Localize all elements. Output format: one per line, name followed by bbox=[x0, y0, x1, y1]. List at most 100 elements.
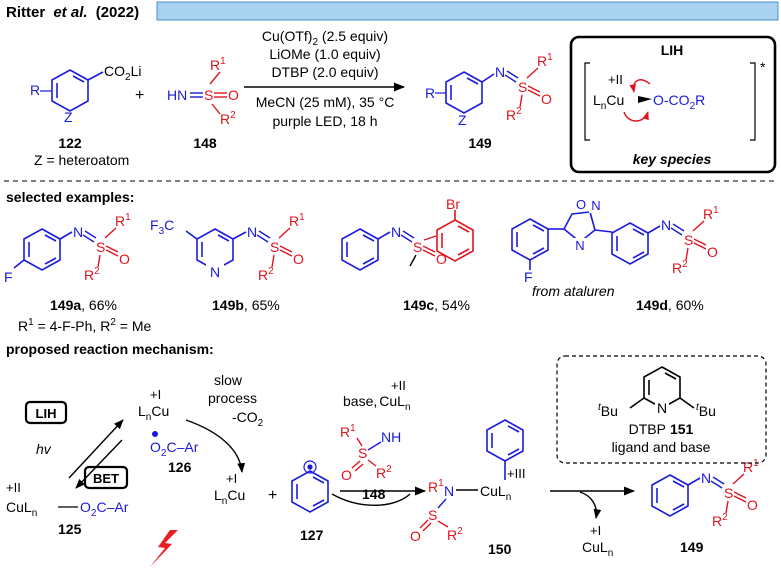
label-149: 149 bbox=[468, 135, 492, 151]
z-heteroatom: Z = heteroatom bbox=[34, 152, 129, 168]
svg-text:R1: R1 bbox=[537, 52, 553, 69]
svg-text:CuLn: CuLn bbox=[582, 539, 613, 559]
header-author: Ritter bbox=[6, 4, 45, 21]
svg-text:R2: R2 bbox=[712, 512, 728, 529]
svg-text:149b, 65%: 149b, 65% bbox=[212, 297, 280, 313]
svg-text:Z: Z bbox=[458, 112, 467, 128]
label-126: 126 bbox=[168, 459, 192, 475]
svg-text:O: O bbox=[436, 251, 447, 267]
label-149-mech: 149 bbox=[680, 539, 704, 555]
svg-text:S: S bbox=[96, 239, 105, 255]
from-ataluren: from ataluren bbox=[532, 283, 615, 299]
svg-text:R2: R2 bbox=[376, 464, 392, 481]
lightning-icon bbox=[150, 530, 178, 567]
svg-text:R: R bbox=[425, 85, 435, 101]
svg-text:O: O bbox=[410, 528, 421, 544]
header: Ritter et al. (2022) bbox=[6, 1, 779, 21]
svg-text:Cu(OTf)2 (2.5 equiv): Cu(OTf)2 (2.5 equiv) bbox=[262, 28, 388, 48]
svg-text:O: O bbox=[747, 497, 758, 513]
svg-text:LnCu: LnCu bbox=[138, 403, 169, 423]
svg-text:LiOMe (1.0 equiv): LiOMe (1.0 equiv) bbox=[269, 46, 380, 62]
svg-text:N: N bbox=[73, 224, 83, 240]
svg-text:S: S bbox=[518, 79, 527, 95]
svg-text:+III: +III bbox=[507, 466, 525, 481]
header-bar bbox=[156, 1, 779, 21]
svg-text:N: N bbox=[495, 64, 505, 80]
svg-text:R1: R1 bbox=[210, 56, 226, 73]
label-125: 125 bbox=[58, 521, 82, 537]
svg-text:*: * bbox=[760, 59, 766, 75]
svg-text:O: O bbox=[341, 467, 352, 483]
svg-text:S: S bbox=[358, 445, 367, 461]
example-149d: O N N F N S O R1 R2 from ataluren 149d, … bbox=[511, 197, 719, 313]
svg-text:Ritter et al. (202: Ritter et al. (2022) bbox=[6, 4, 139, 21]
product-149 bbox=[445, 71, 495, 114]
mechanism-heading: proposed reaction mechanism: bbox=[6, 341, 214, 357]
svg-text:tBu: tBu bbox=[696, 402, 716, 419]
svg-text:R1: R1 bbox=[703, 205, 719, 222]
svg-text:S: S bbox=[684, 232, 693, 248]
reactant-122-labels: CO2Li R Z 122 Z = heteroatom bbox=[30, 63, 141, 168]
svg-text:slow: slow bbox=[214, 372, 243, 388]
svg-text:R2: R2 bbox=[220, 110, 236, 127]
svg-text:DTBP (2.0 equiv): DTBP (2.0 equiv) bbox=[271, 64, 378, 80]
svg-text:-CO2: -CO2 bbox=[232, 409, 264, 429]
svg-text:HN: HN bbox=[167, 87, 187, 103]
svg-text:+I: +I bbox=[590, 523, 601, 538]
svg-text:F: F bbox=[524, 269, 533, 285]
svg-text:purple LED, 18 h: purple LED, 18 h bbox=[272, 113, 377, 129]
svg-text:N: N bbox=[575, 238, 584, 253]
svg-text:+II: +II bbox=[608, 72, 623, 87]
svg-text:Br: Br bbox=[446, 196, 460, 212]
hv-label: hv bbox=[36, 441, 52, 457]
lih-caption: key species bbox=[633, 151, 712, 167]
svg-text:O: O bbox=[119, 251, 130, 267]
svg-text:R2: R2 bbox=[447, 526, 463, 543]
svg-text:NH: NH bbox=[381, 429, 401, 445]
reagent-148-mech: +II base,CuLn R1 S NH O R2 148 bbox=[331, 378, 427, 506]
bet-label: BET bbox=[93, 471, 119, 486]
header-etal: et al. bbox=[53, 4, 87, 21]
label-150: 150 bbox=[488, 541, 512, 557]
svg-text:CuLn: CuLn bbox=[480, 483, 511, 503]
svg-text:O: O bbox=[541, 91, 552, 107]
svg-text:O2C–Ar: O2C–Ar bbox=[150, 439, 199, 459]
example-149b: N F3C N S O R1 R2 149b, 65% bbox=[150, 212, 305, 313]
svg-text:process: process bbox=[208, 390, 257, 406]
r-definition: R1 = 4-F-Ph, R2 = Me bbox=[18, 317, 152, 334]
example-149c: N S O Br 149c, 54% bbox=[341, 196, 474, 313]
label-148: 148 bbox=[193, 135, 217, 151]
svg-text:S: S bbox=[270, 239, 279, 255]
svg-text:N: N bbox=[701, 470, 711, 486]
svg-text:ligand and base: ligand and base bbox=[612, 439, 711, 455]
svg-text:O: O bbox=[576, 197, 586, 212]
z-atom: Z bbox=[64, 109, 73, 125]
svg-text:R2: R2 bbox=[672, 259, 688, 276]
svg-text:R2: R2 bbox=[506, 106, 522, 123]
release-step: +I CuLn bbox=[550, 486, 636, 559]
svg-text:S: S bbox=[204, 87, 213, 103]
svg-text:+II: +II bbox=[6, 480, 21, 495]
svg-text:S: S bbox=[428, 507, 437, 523]
svg-text:LnCu: LnCu bbox=[593, 92, 624, 112]
svg-text:LnCu: LnCu bbox=[214, 487, 245, 507]
label-122: 122 bbox=[58, 135, 82, 151]
svg-text:N: N bbox=[391, 224, 401, 240]
svg-text:R1: R1 bbox=[115, 212, 131, 229]
slow-process: slow process -CO2 +I LnCu + bbox=[185, 372, 277, 507]
svg-text:N: N bbox=[591, 198, 600, 213]
svg-text:R1: R1 bbox=[340, 423, 356, 440]
svg-text:O: O bbox=[228, 87, 239, 103]
svg-text:CuLn: CuLn bbox=[6, 499, 37, 519]
svg-text:+I: +I bbox=[226, 471, 237, 486]
svg-text:tBu: tBu bbox=[598, 402, 618, 419]
product-149-mech: N S O R1 R2 149 bbox=[651, 458, 759, 555]
reactant-148: HN S O R1 R2 148 bbox=[167, 56, 239, 151]
svg-text:O: O bbox=[293, 251, 304, 267]
svg-text:N: N bbox=[210, 264, 220, 280]
svg-text:+II: +II bbox=[391, 378, 406, 393]
svg-text:+I: +I bbox=[150, 387, 161, 402]
